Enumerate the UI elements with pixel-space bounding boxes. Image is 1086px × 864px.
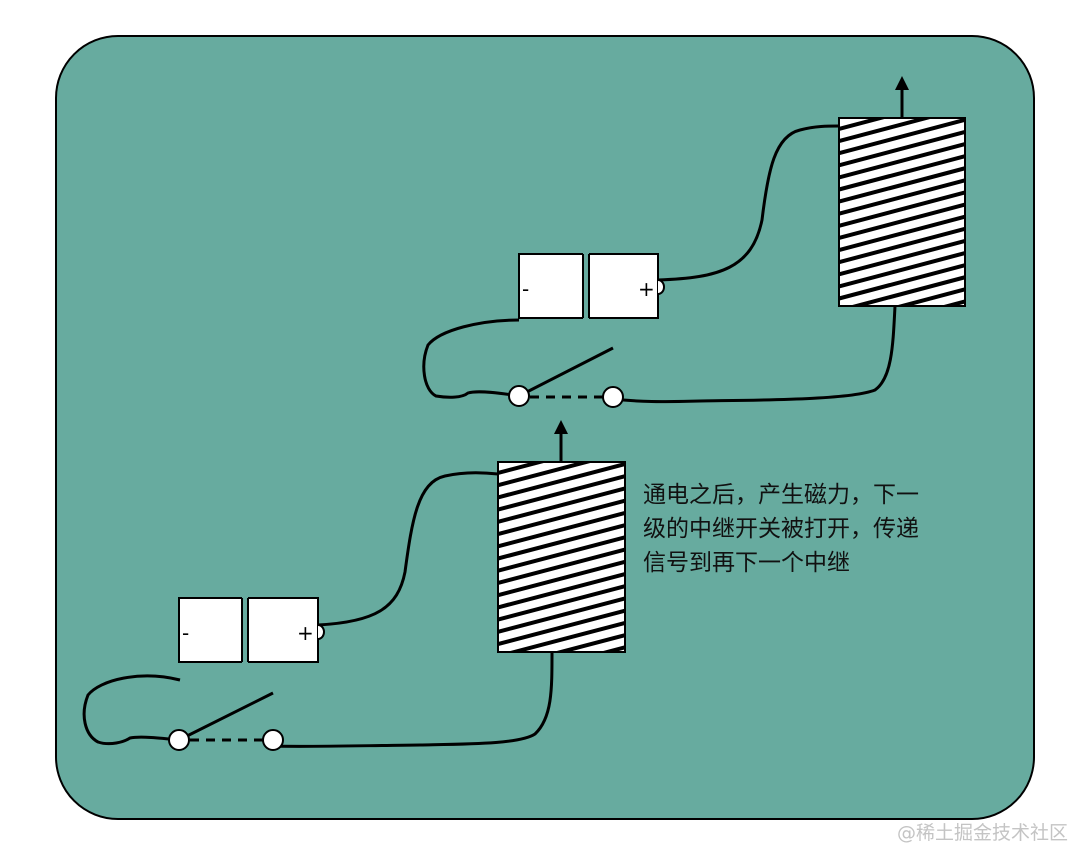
coil-winding [498, 462, 548, 476]
coil-winding [498, 474, 625, 512]
coil-winding [940, 299, 965, 306]
watermark-text: @稀土掘金技术社区 [896, 822, 1068, 844]
caption-line: 通电之后，产生磁力，下一 [643, 482, 919, 508]
coil-winding [498, 608, 625, 647]
coil-winding [498, 584, 625, 622]
coil-winding [839, 166, 965, 204]
coil-winding [498, 510, 625, 549]
coil-winding [848, 275, 965, 306]
coil-winding [498, 462, 595, 488]
switch-2 [508, 346, 624, 408]
relay-stage-1: - + [82, 420, 626, 751]
coil-winding [839, 154, 965, 192]
coil-winding [839, 118, 965, 156]
coil-winding [839, 129, 965, 168]
switch-2-contact-left [508, 385, 530, 407]
coil-winding [498, 547, 625, 586]
coil-1 [497, 461, 626, 653]
battery-1-minus-label: - [182, 621, 189, 645]
coil-winding [498, 571, 625, 610]
caption-text: 通电之后，产生磁力，下一 级的中继开关被打开，传递 信号到再下一个中继 [643, 478, 963, 580]
coil-winding [498, 596, 625, 634]
battery-2: - + [518, 252, 665, 320]
coil-winding [839, 250, 965, 289]
arrow-up-icon [895, 76, 909, 118]
coil-winding [839, 141, 965, 180]
coil-winding [498, 498, 625, 537]
coil-winding [839, 118, 889, 132]
coil-winding [506, 620, 625, 652]
wire-battery-to-coil-2 [657, 124, 840, 282]
caption-line: 级的中继开关被打开，传递 [643, 516, 919, 542]
coil-winding [839, 178, 965, 216]
coil-winding [498, 559, 625, 598]
wire-battery-loop-2 [422, 318, 520, 399]
coil-winding [498, 462, 625, 500]
coil-winding [498, 523, 625, 561]
coil-winding [839, 190, 965, 228]
coil-winding [839, 202, 965, 241]
coil-winding [894, 287, 965, 306]
caption-line: 信号到再下一个中继 [643, 550, 850, 576]
wire-coil-to-switch-1 [272, 651, 554, 748]
coil-winding [839, 118, 934, 144]
battery-2-plus-label: + [638, 277, 655, 301]
switch-1 [168, 691, 284, 751]
coil-winding [498, 486, 625, 524]
switch-1-contact-left [168, 729, 190, 751]
wire-coil-to-switch-2 [612, 305, 897, 404]
coil-winding [552, 633, 625, 652]
switch-2-contact-right [602, 386, 624, 408]
coil-winding [839, 263, 965, 301]
battery-1: - + [178, 596, 325, 664]
switch-1-contact-right [262, 729, 284, 751]
coil-winding [839, 226, 965, 265]
arrow-up-icon [554, 420, 568, 462]
relay-stage-2: - + [422, 76, 966, 408]
coil-winding [839, 238, 965, 277]
coil-2 [838, 117, 966, 307]
coil-winding [498, 535, 625, 573]
wire-battery-loop-1 [82, 674, 181, 746]
wire-battery-to-coil-1 [317, 471, 499, 627]
coil-winding [599, 645, 625, 652]
battery-2-minus-label: - [522, 277, 529, 301]
coil-winding [839, 214, 965, 253]
battery-1-plus-label: + [297, 621, 314, 645]
